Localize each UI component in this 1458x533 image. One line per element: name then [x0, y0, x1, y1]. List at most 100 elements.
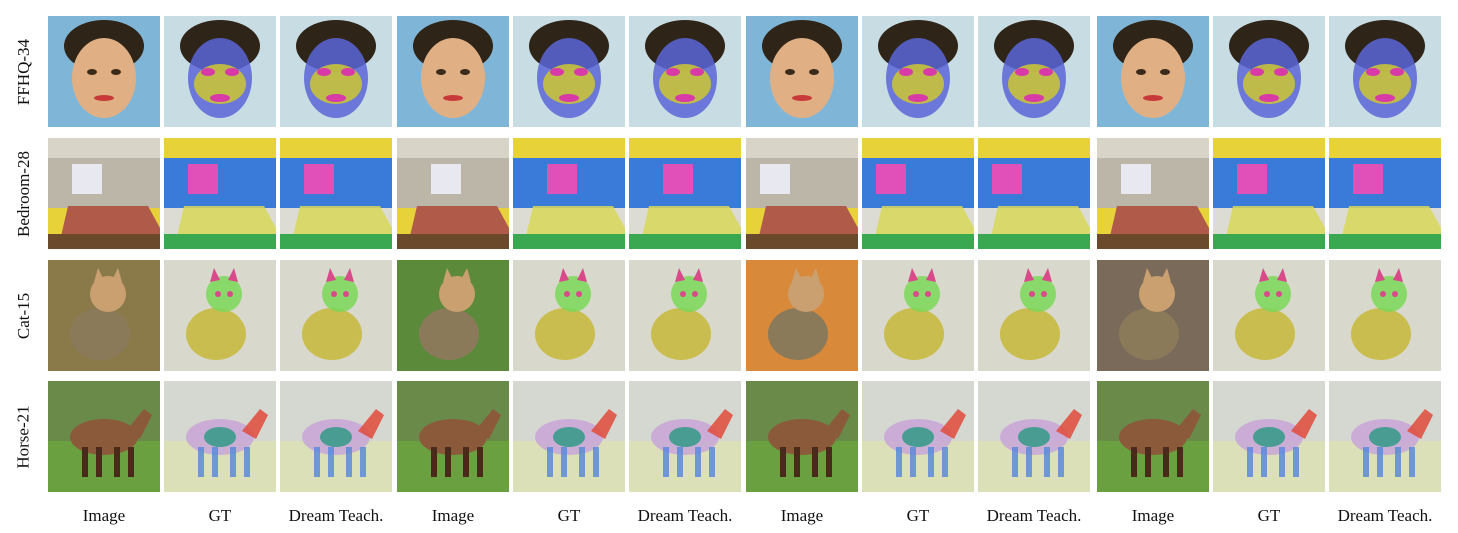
panel-illustration [164, 260, 276, 371]
prediction-mask-panel [1329, 260, 1441, 371]
input-image-panel [746, 260, 858, 371]
ground-truth-mask-panel [164, 16, 276, 127]
ground-truth-mask-panel [513, 138, 625, 249]
row-label-ffhq-34: FFHQ-34 [4, 16, 44, 127]
panel-illustration [1213, 381, 1325, 492]
panel-illustration [1329, 381, 1441, 492]
input-image-panel [397, 381, 509, 492]
ground-truth-mask-panel [164, 260, 276, 371]
input-image-panel [1097, 381, 1209, 492]
panel-illustration [164, 16, 276, 127]
input-image-panel [746, 381, 858, 492]
row-label-text: Cat-15 [14, 292, 33, 339]
panel-illustration [978, 381, 1090, 492]
panel-illustration [1097, 138, 1209, 249]
panel-illustration [746, 138, 858, 249]
input-image-panel [397, 138, 509, 249]
input-image-panel [48, 260, 160, 371]
panel-illustration [1329, 138, 1441, 249]
panel-illustration [397, 260, 509, 371]
ground-truth-mask-panel [164, 381, 276, 492]
column-label: Image [431, 506, 475, 525]
panel-illustration [629, 138, 741, 249]
panel-illustration [862, 381, 974, 492]
panel-illustration [629, 260, 741, 371]
input-image-panel [397, 16, 509, 127]
panel-illustration [397, 138, 509, 249]
prediction-mask-panel [978, 16, 1090, 127]
panel-illustration [164, 138, 276, 249]
prediction-mask-panel [629, 138, 741, 249]
ground-truth-mask-panel [862, 381, 974, 492]
input-image-panel [1097, 16, 1209, 127]
input-image-panel [746, 138, 858, 249]
row-label-text: FFHQ-34 [14, 38, 33, 105]
prediction-mask-panel [1329, 16, 1441, 127]
prediction-mask-panel [280, 16, 392, 127]
prediction-mask-panel [978, 260, 1090, 371]
column-label: Dream Teach. [986, 506, 1082, 525]
ground-truth-mask-panel [862, 260, 974, 371]
prediction-mask-panel [629, 16, 741, 127]
ground-truth-mask-panel [1213, 138, 1325, 249]
column-label: Image [1131, 506, 1175, 525]
panel-illustration [1097, 16, 1209, 127]
panel-illustration [1329, 260, 1441, 371]
panel-illustration [1213, 138, 1325, 249]
panel-illustration [1329, 16, 1441, 127]
column-label: GT [208, 506, 232, 525]
panel-illustration [513, 138, 625, 249]
prediction-mask-panel [978, 138, 1090, 249]
panel-illustration [513, 260, 625, 371]
panel-illustration [1213, 16, 1325, 127]
panel-illustration [746, 260, 858, 371]
prediction-mask-panel [629, 381, 741, 492]
panel-illustration [397, 381, 509, 492]
input-image-panel [746, 16, 858, 127]
column-label: GT [557, 506, 581, 525]
input-image-panel [397, 260, 509, 371]
panel-illustration [513, 16, 625, 127]
ground-truth-mask-panel [862, 138, 974, 249]
prediction-mask-panel [280, 138, 392, 249]
panel-illustration [629, 16, 741, 127]
panel-illustration [48, 138, 160, 249]
input-image-panel [48, 381, 160, 492]
panel-illustration [1213, 260, 1325, 371]
panel-illustration [629, 381, 741, 492]
panel-illustration [280, 381, 392, 492]
panel-illustration [746, 16, 858, 127]
input-image-panel [1097, 138, 1209, 249]
ground-truth-mask-panel [1213, 16, 1325, 127]
panel-illustration [862, 16, 974, 127]
column-label: Image [82, 506, 126, 525]
prediction-mask-panel [1329, 381, 1441, 492]
column-label: GT [906, 506, 930, 525]
panel-illustration [48, 260, 160, 371]
column-label: Dream Teach. [1337, 506, 1433, 525]
prediction-mask-panel [978, 381, 1090, 492]
input-image-panel [48, 138, 160, 249]
prediction-mask-panel [280, 260, 392, 371]
column-label: Dream Teach. [288, 506, 384, 525]
ground-truth-mask-panel [862, 16, 974, 127]
panel-illustration [978, 138, 1090, 249]
row-label-text: Bedroom-28 [14, 150, 33, 237]
panel-illustration [978, 16, 1090, 127]
row-label-text: Horse-21 [14, 404, 34, 469]
panel-illustration [48, 381, 160, 492]
panel-illustration [746, 381, 858, 492]
panel-illustration [1097, 260, 1209, 371]
ground-truth-mask-panel [1213, 260, 1325, 371]
panel-illustration [280, 138, 392, 249]
row-label-bedroom-28: Bedroom-28 [4, 138, 44, 249]
column-label: Image [780, 506, 824, 525]
panel-illustration [280, 260, 392, 371]
prediction-mask-panel [629, 260, 741, 371]
panel-illustration [48, 16, 160, 127]
panel-illustration [978, 260, 1090, 371]
panel-illustration [280, 16, 392, 127]
panel-illustration [1097, 381, 1209, 492]
panel-illustration [862, 260, 974, 371]
panel-illustration [164, 381, 276, 492]
